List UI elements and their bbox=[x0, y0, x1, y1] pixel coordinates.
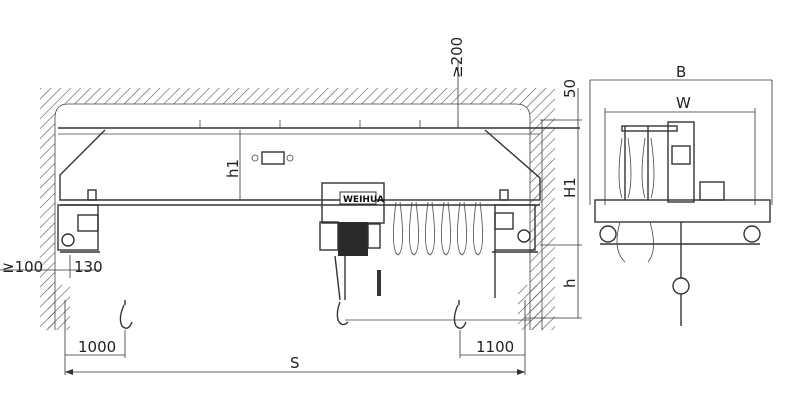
H1-label: H1 bbox=[561, 177, 579, 198]
control-box bbox=[251, 151, 294, 165]
left-limit-hook bbox=[119, 300, 133, 329]
right-limit-hook bbox=[453, 300, 467, 329]
side-view bbox=[589, 79, 773, 326]
rail-offset-label: 130 bbox=[74, 258, 103, 276]
hoist-trolley: WEIHUA bbox=[319, 182, 385, 301]
top-gap-label: 50 bbox=[561, 79, 579, 98]
clearance-top-label: ≥200 bbox=[448, 37, 466, 78]
side-clearance-label: ≥100 bbox=[2, 258, 43, 276]
building-wall bbox=[40, 88, 555, 330]
hook-right-limit-label: 1100 bbox=[476, 338, 514, 356]
h-label: h bbox=[561, 278, 579, 288]
main-girder bbox=[58, 120, 580, 206]
left-end-carriage bbox=[57, 189, 100, 253]
festoon-cable bbox=[385, 199, 540, 256]
h1-label: h1 bbox=[224, 159, 242, 178]
B-label: B bbox=[676, 63, 686, 81]
span-label: S bbox=[290, 354, 300, 372]
hook-left-limit-label: 1000 bbox=[78, 338, 116, 356]
hoist-hook bbox=[336, 270, 381, 326]
W-label: W bbox=[676, 94, 691, 112]
brand-label: WEIHUA bbox=[343, 195, 384, 205]
dimension-lines bbox=[0, 60, 582, 375]
